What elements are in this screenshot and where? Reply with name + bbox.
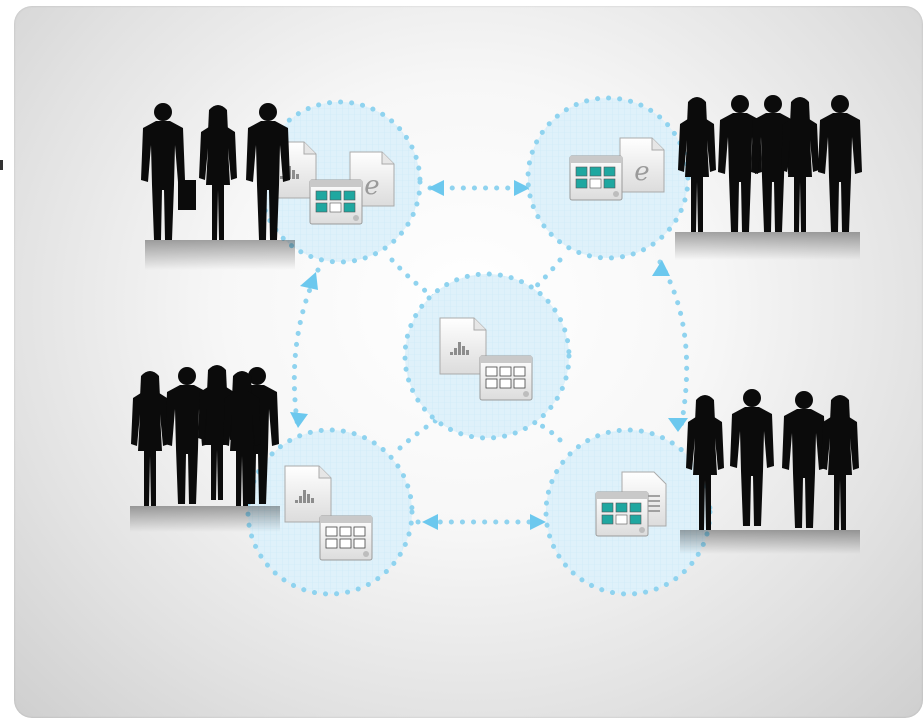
reflection-top-left <box>145 240 295 270</box>
person-silhouette <box>751 95 795 232</box>
person-silhouette <box>199 105 237 240</box>
arrow-up-icon <box>652 260 670 276</box>
person-silhouette <box>678 97 716 232</box>
reflection-bottom-left <box>130 506 280 532</box>
arrow-right-icon <box>514 180 530 196</box>
arrow-up-icon <box>300 272 318 290</box>
edge-mark <box>0 160 3 170</box>
app-grid-icon <box>319 515 373 561</box>
person-silhouette <box>730 389 774 526</box>
person-silhouette <box>818 95 862 232</box>
briefcase-icon <box>178 180 196 210</box>
reflections <box>130 232 860 554</box>
app-grid-icon <box>569 155 623 201</box>
people-group-top-left <box>141 103 290 240</box>
app-grid-icon <box>595 491 649 537</box>
app-grid-icon <box>309 179 363 225</box>
document-chart-icon <box>284 465 332 523</box>
people-groups <box>131 95 862 530</box>
reflection-top-right <box>675 232 860 260</box>
person-silhouette <box>141 103 185 240</box>
browser-icon <box>619 137 665 193</box>
arrow-left-icon <box>428 180 444 196</box>
arrow-down-icon <box>668 418 688 432</box>
people-group-top-right <box>678 95 862 232</box>
person-silhouette <box>198 365 236 500</box>
document-chart-icon <box>439 317 487 375</box>
arrow-right-icon <box>530 514 546 530</box>
person-silhouette <box>821 395 859 530</box>
reflection-bottom-right <box>680 530 860 554</box>
person-silhouette <box>131 371 169 506</box>
arrow-left-icon <box>422 514 438 530</box>
arrow-down-icon <box>290 412 308 428</box>
app-grid-icon <box>479 355 533 401</box>
arrow-heads <box>290 180 688 530</box>
person-silhouette <box>782 391 826 528</box>
